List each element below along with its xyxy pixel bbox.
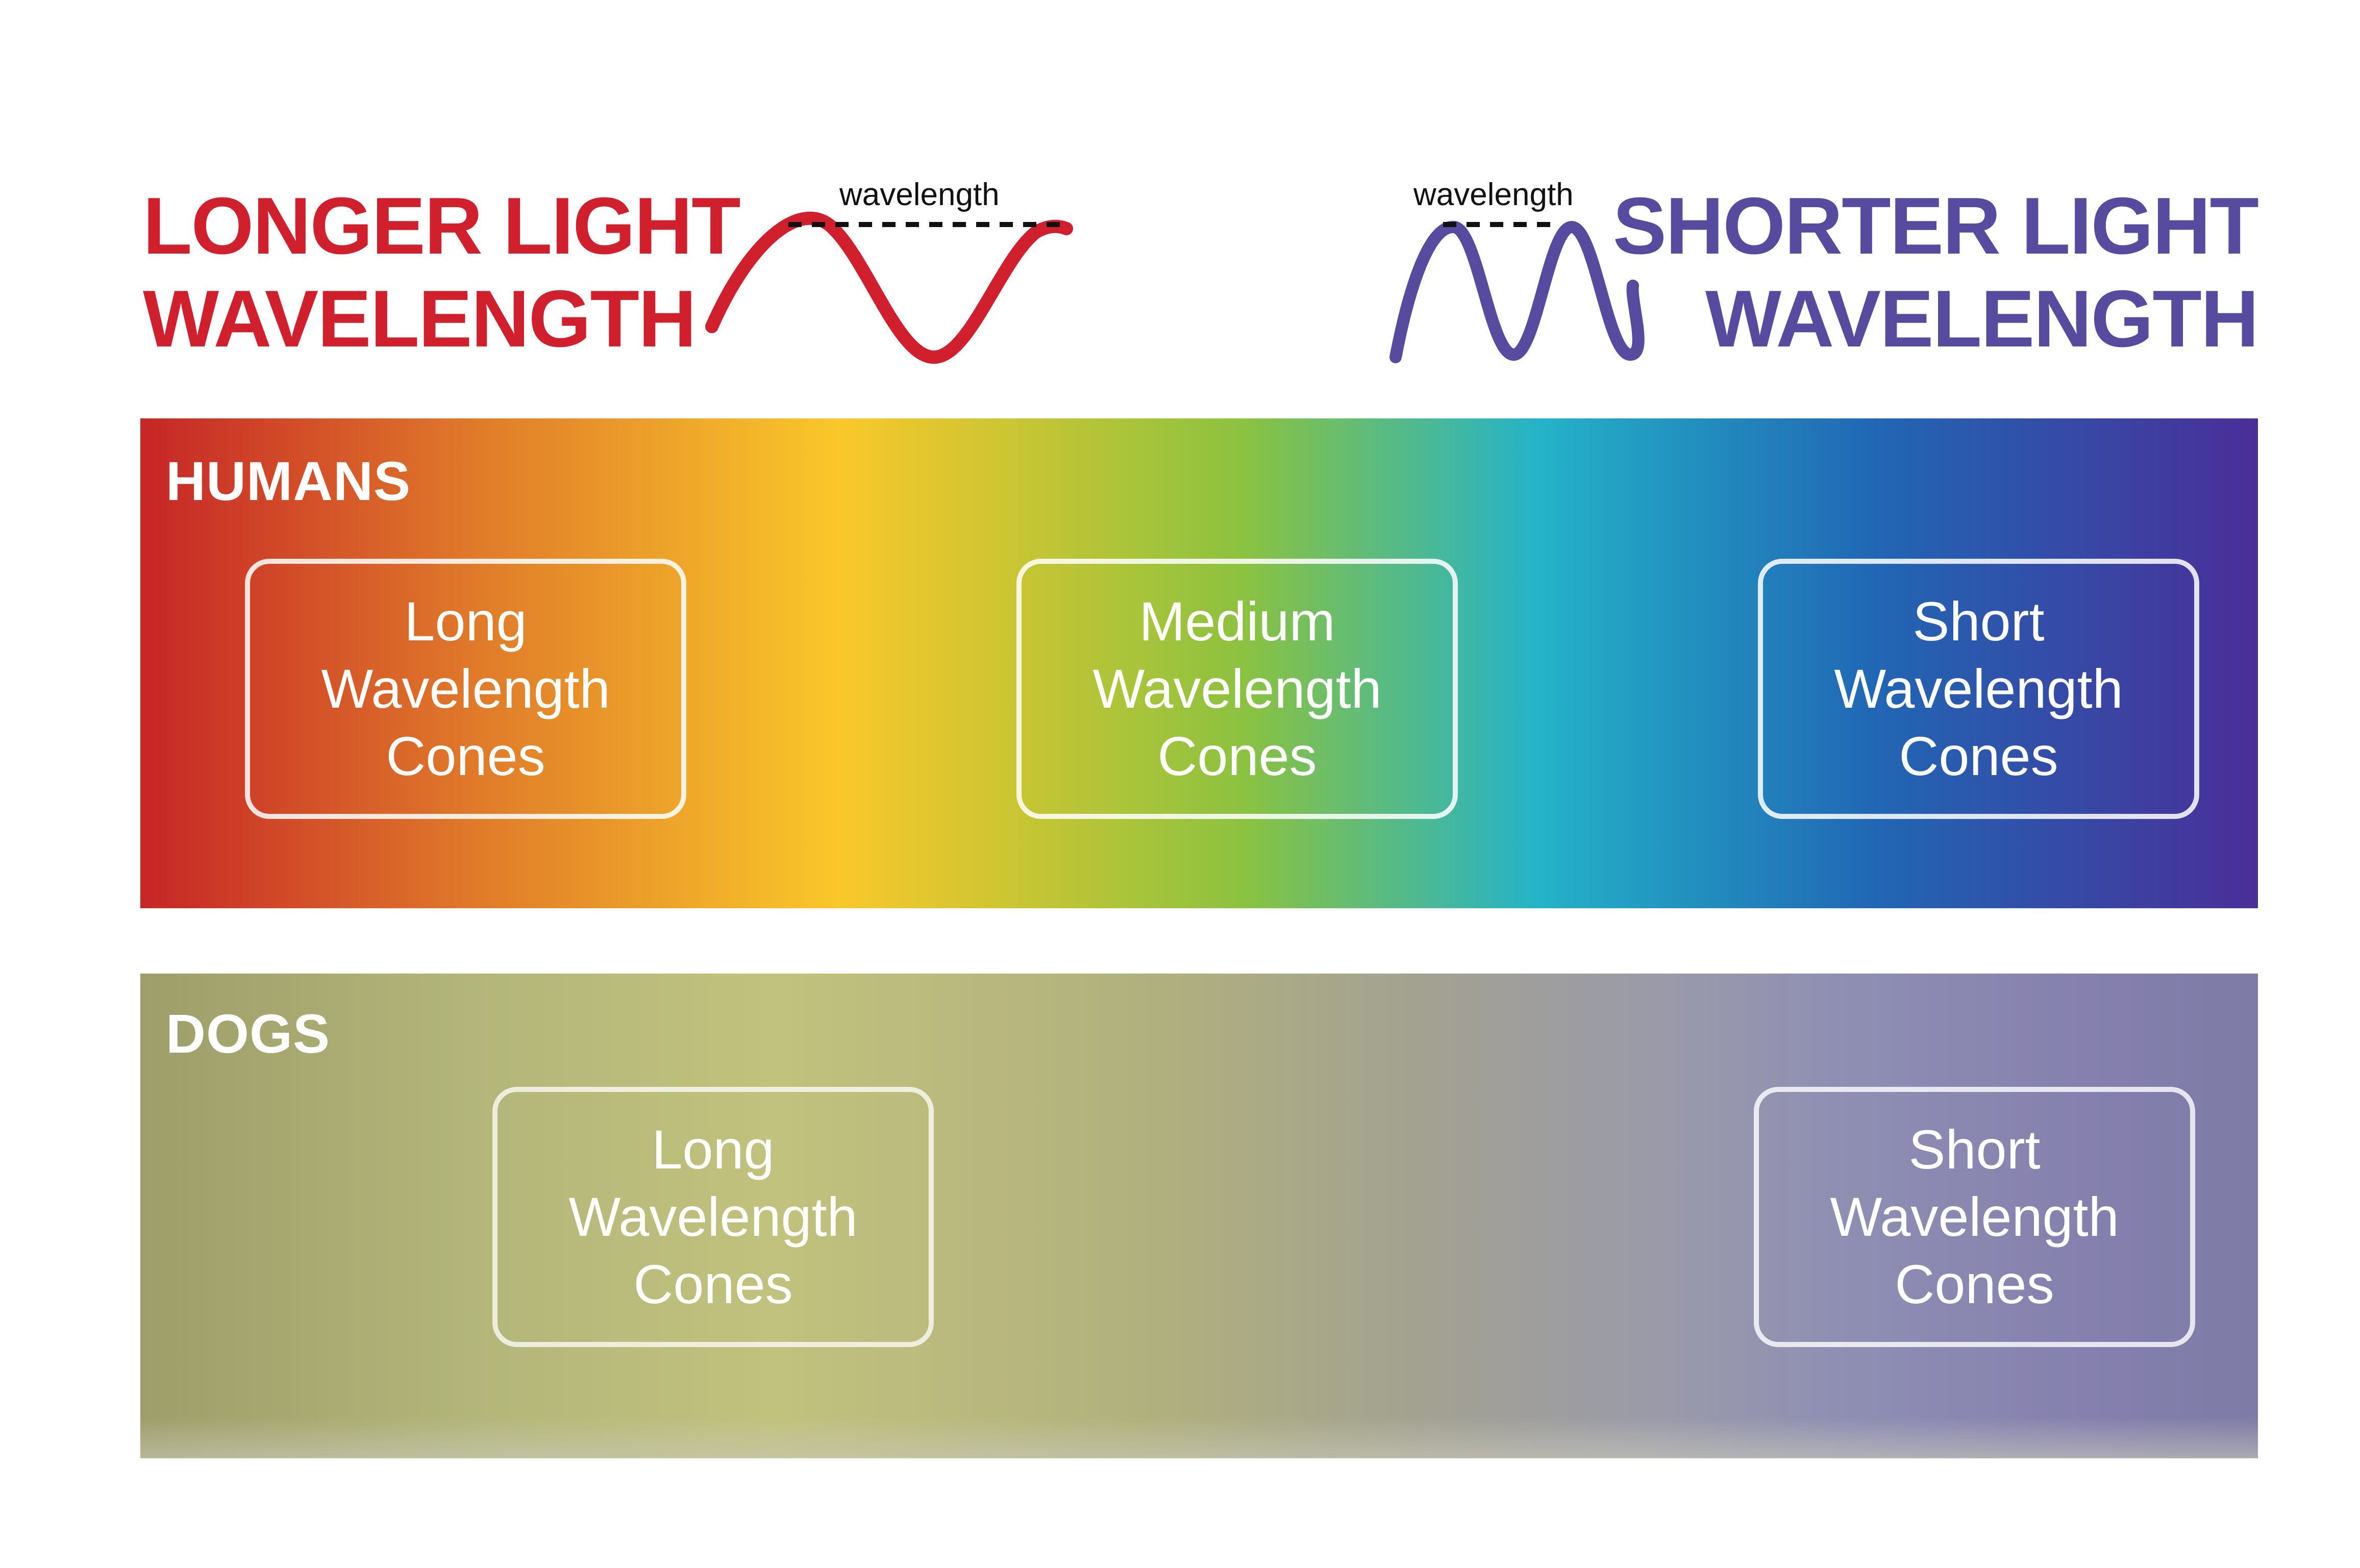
dogs-long-cones-box: Long Wavelength Cones [492, 1087, 934, 1347]
cone-label-line1: Long [652, 1118, 775, 1180]
cone-label-line2: Wavelength [321, 658, 610, 719]
longer-wavelength-heading: LONGER LIGHT WAVELENGTH [143, 180, 741, 365]
cone-label-line3: Cones [1895, 1253, 2054, 1315]
dogs-label: DOGS [166, 1003, 331, 1064]
longer-heading-line1: LONGER LIGHT [143, 181, 741, 271]
short-wave-label: wavelength [1413, 177, 1574, 212]
cone-label-line1: Short [1908, 1118, 2041, 1180]
cone-label-line1: Short [1912, 590, 2045, 652]
cone-label-line3: Cones [633, 1253, 793, 1315]
shorter-heading-line2: WAVELENGTH [1705, 274, 2259, 364]
cone-label-line1: Long [404, 590, 527, 652]
humans-medium-cones-box: Medium Wavelength Cones [1016, 559, 1458, 819]
dogs-short-cones-box: Short Wavelength Cones [1754, 1087, 2195, 1347]
longer-heading-line2: WAVELENGTH [143, 274, 697, 364]
cone-label-line3: Cones [386, 725, 545, 787]
cone-label-line2: Wavelength [568, 1186, 858, 1248]
cone-label-line2: Wavelength [1834, 658, 2123, 719]
cone-label-line3: Cones [1899, 725, 2058, 787]
shorter-wavelength-heading: SHORTER LIGHT WAVELENGTH [1612, 180, 2259, 365]
humans-label: HUMANS [166, 450, 411, 512]
cone-label-line2: Wavelength [1092, 658, 1382, 719]
long-wave-icon [705, 211, 1073, 364]
long-wave-label: wavelength [839, 177, 1000, 212]
humans-short-cones-box: Short Wavelength Cones [1758, 559, 2199, 819]
cone-label-line1: Medium [1139, 590, 1335, 652]
humans-spectrum-band: HUMANS Long Wavelength Cones Medium Wave… [140, 418, 2258, 908]
short-wave-icon [1389, 220, 1645, 363]
dogs-spectrum-band: DOGS Long Wavelength Cones Short Wavelen… [140, 974, 2258, 1458]
cone-label-line3: Cones [1157, 725, 1317, 787]
cone-label-line2: Wavelength [1830, 1186, 2119, 1248]
shorter-heading-line1: SHORTER LIGHT [1612, 181, 2259, 271]
wave-illustrations [705, 211, 1645, 364]
humans-long-cones-box: Long Wavelength Cones [245, 559, 686, 819]
